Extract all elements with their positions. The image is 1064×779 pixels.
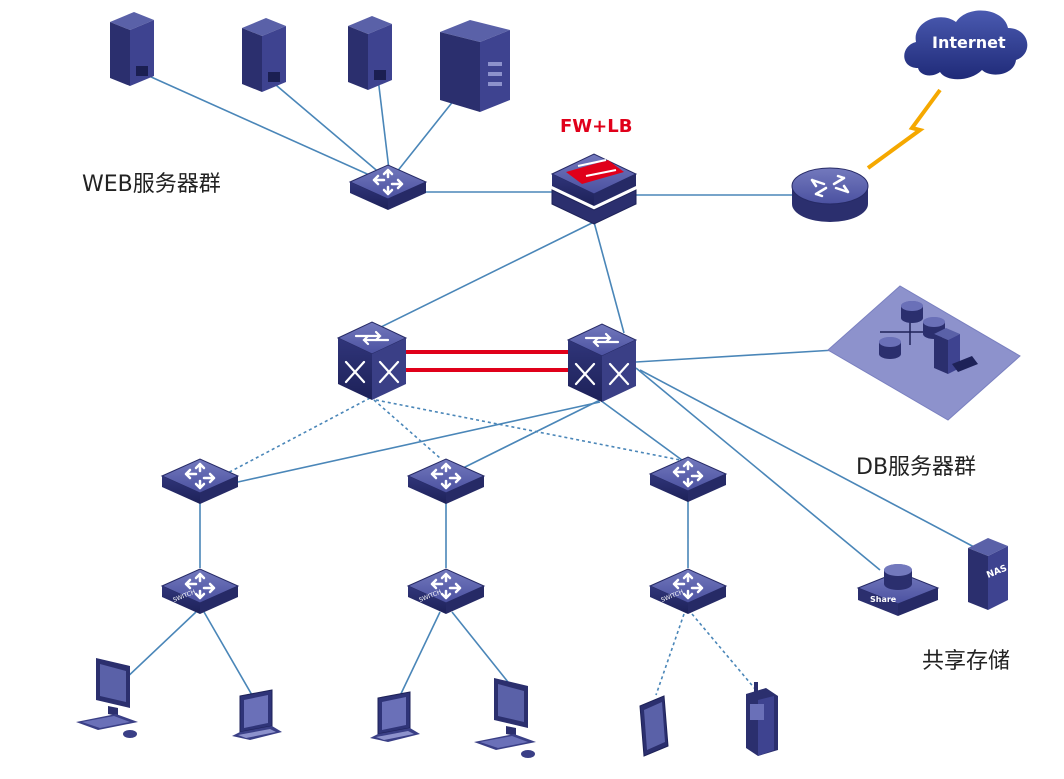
link-coreL-agg1	[221, 397, 371, 477]
link-acc1-pc	[121, 611, 197, 683]
db-server-group-label: DB服务器群	[856, 455, 976, 480]
desktop-pc-1-icon	[76, 658, 138, 738]
access-switch-3-icon: SWITCH	[648, 567, 728, 616]
web-server-group-label: WEB服务器群	[82, 172, 221, 197]
core-switch-left-icon	[336, 320, 408, 402]
tablet-icon	[639, 695, 669, 757]
link-fw-core-left	[374, 221, 595, 331]
agg-switch-1-icon	[160, 457, 240, 506]
agg-switch-3-icon	[648, 455, 728, 504]
link-coreR-agg3	[599, 399, 687, 464]
web-server-2-icon	[242, 18, 286, 92]
web-server-1-icon	[110, 12, 154, 86]
db-server-group-icon	[827, 285, 1021, 421]
firewall-loadbalancer-icon	[550, 153, 638, 225]
link-core-db	[635, 349, 836, 363]
router-icon	[791, 167, 869, 222]
link-coreR-agg1	[237, 401, 601, 483]
access-switch-2-icon: SWITCH	[406, 567, 486, 616]
wan-link	[866, 88, 942, 170]
link-web-server-2	[269, 79, 389, 181]
network-links	[121, 71, 977, 703]
access-switch-1-icon: SWITCH	[160, 567, 240, 616]
link-web-server-3	[377, 77, 391, 179]
shared-storage-label: 共享存储	[922, 649, 1010, 674]
fw-lb-label: FW+LB	[560, 116, 632, 137]
share-label: Share	[870, 595, 897, 604]
laptop-2-icon	[369, 691, 421, 743]
agg-switch-2-icon	[406, 457, 486, 506]
link-acc3-phone	[691, 613, 757, 691]
link-acc2-pc	[451, 611, 509, 683]
link-coreR-agg2	[454, 399, 601, 473]
link-coreL-agg2	[373, 399, 441, 459]
link-coreL-agg3	[375, 399, 681, 461]
link-web-server-1	[139, 71, 386, 183]
link-acc1-laptop	[203, 611, 257, 703]
share-storage-icon: Share	[856, 564, 940, 616]
link-fw-core-right	[593, 221, 625, 334]
mobile-phone-icon	[746, 682, 778, 756]
internet-cloud-icon: Internet	[904, 10, 1028, 80]
nas-storage-icon: NAS	[968, 538, 1009, 610]
desktop-pc-2-icon	[474, 678, 536, 758]
redundant-links	[221, 397, 757, 696]
link-acc2-laptop	[397, 611, 441, 701]
link-core-share	[635, 367, 881, 571]
stack-link	[404, 350, 570, 372]
internet-label: Internet	[932, 33, 1006, 52]
link-core-nas	[639, 369, 977, 549]
link-acc3-tablet	[655, 613, 685, 696]
web-server-4-icon	[440, 20, 510, 112]
core-switch-right-icon	[566, 322, 638, 404]
web-server-3-icon	[348, 16, 392, 90]
laptop-1-icon	[231, 689, 283, 741]
